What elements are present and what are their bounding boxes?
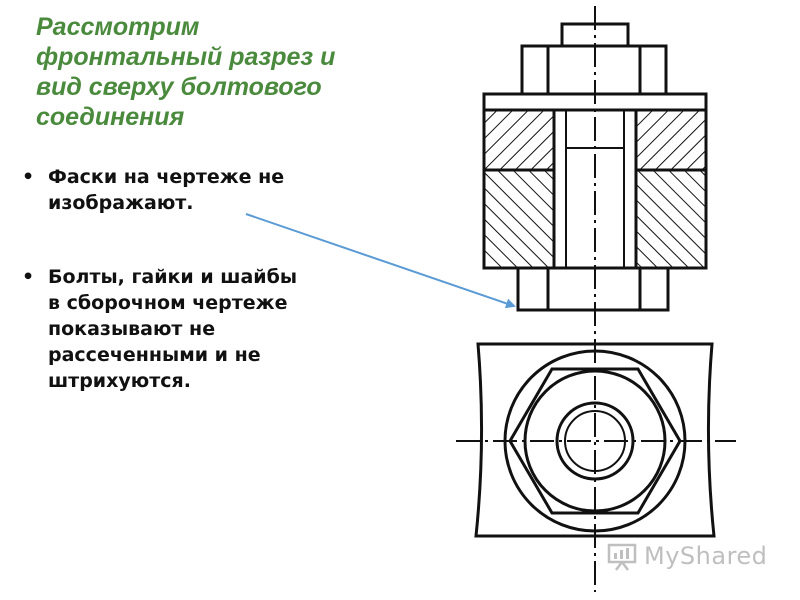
bullet-line: показывают не (48, 318, 216, 340)
presentation-board-icon (607, 543, 637, 571)
bullet-line: штрихуются. (48, 370, 191, 392)
plate-outline (474, 342, 716, 538)
bullet-list: • Фаски на чертеже не изображают. • Болт… (18, 164, 368, 394)
watermark-text: MyShared (644, 542, 768, 570)
title-line: фронтальный разрез и (36, 43, 336, 71)
bullet-item-chamfers: • Фаски на чертеже не изображают. (18, 164, 368, 216)
title-line: соединения (36, 103, 185, 131)
bullet-marker: • (22, 266, 35, 288)
bullet-line: в сборочном чертеже (48, 292, 288, 314)
bullet-marker: • (22, 166, 35, 188)
watermark: MyShared (606, 538, 767, 574)
slide-title: Рассмотрим фронтальный разрез и вид свер… (36, 12, 456, 132)
title-line: вид сверху болтового (36, 73, 322, 101)
title-line: Рассмотрим (36, 13, 200, 41)
bullet-line: изображают. (48, 192, 194, 214)
bullet-item-fasteners: • Болты, гайки и шайбы в сборочном черте… (18, 264, 368, 394)
bolt-head (516, 266, 670, 312)
bullet-line: Болты, гайки и шайбы (48, 266, 298, 288)
bullet-line: рассеченными и не (48, 344, 261, 366)
bullet-line: Фаски на чертеже не (48, 166, 285, 188)
lower-plate (482, 168, 708, 270)
pointer-arrow (245, 213, 516, 309)
